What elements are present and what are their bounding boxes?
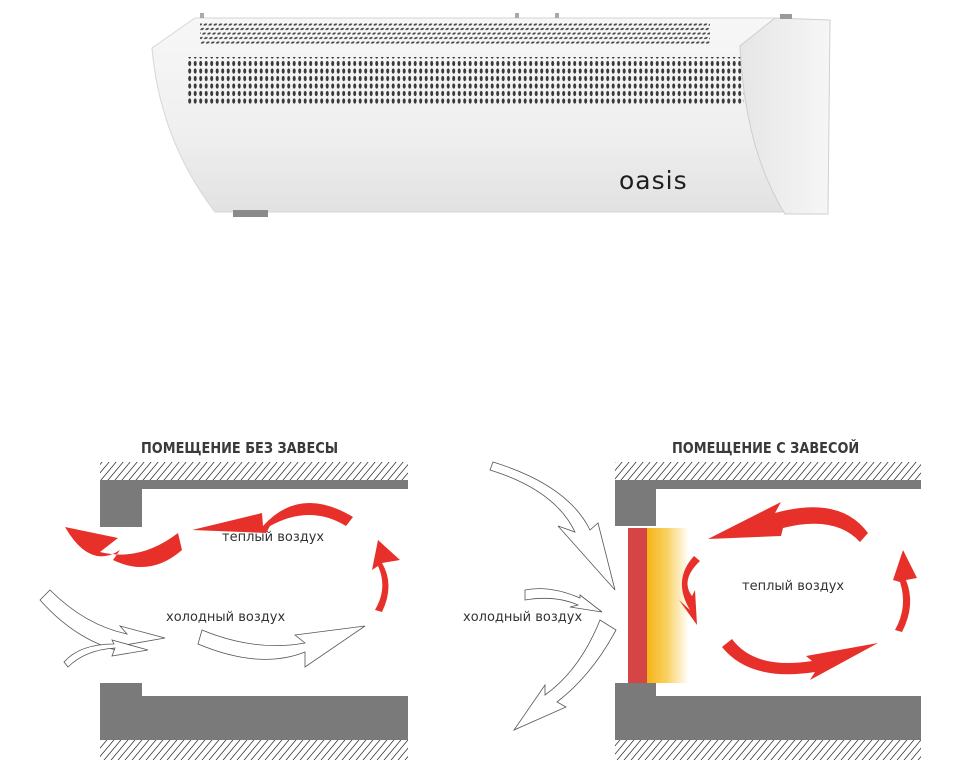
warm-air-label: теплый воздух: [222, 530, 325, 545]
warm-air-label: теплый воздух: [742, 579, 845, 594]
side-cap: [739, 17, 831, 215]
cold-air-label: холодный воздух: [166, 610, 286, 625]
diagram-without-curtain-graphic: [39, 462, 408, 760]
cold-air-arrow: [489, 461, 616, 591]
ceiling-hatch: [100, 462, 408, 480]
front-vent: [188, 57, 744, 105]
cold-air-label: холодный воздух: [463, 610, 583, 625]
warm-air-arrow: [708, 502, 868, 542]
warm-air-arrow: [65, 527, 182, 568]
ceiling-hatch: [615, 462, 921, 480]
air-curtain-product-image: oasis: [0, 0, 954, 230]
air-curtain-body: [151, 13, 831, 217]
diagram-without-curtain: ПОМЕЩЕНИЕ БЕЗ ЗАВЕСЫ теплый воздух холод…: [0, 430, 420, 780]
warm-air-arrow: [893, 550, 917, 632]
warm-air-stream: [647, 528, 689, 683]
mount-bracket: [233, 210, 268, 217]
warm-air-arrow: [372, 540, 400, 612]
cold-air-arrow: [512, 619, 617, 731]
warm-air-arrow: [192, 502, 353, 533]
cold-air-arrow: [39, 589, 166, 654]
diagram-title: ПОМЕЩЕНИЕ С ЗАВЕСОЙ: [672, 439, 860, 457]
cold-air-arrow: [524, 588, 603, 613]
cold-air-arrow: [197, 625, 366, 668]
upper-wall: [615, 480, 921, 526]
lower-wall: [615, 683, 921, 740]
diagram-with-curtain-graphic: [489, 461, 921, 760]
diagram-title: ПОМЕЩЕНИЕ БЕЗ ЗАВЕСЫ: [141, 439, 339, 457]
upper-wall: [100, 480, 408, 527]
diagram-with-curtain: ПОМЕЩЕНИЕ С ЗАВЕСОЙ теплый воздух холодн…: [450, 430, 954, 780]
top-vent-right: [435, 22, 710, 44]
air-curtain-unit: [628, 528, 647, 683]
warm-air-arrow: [679, 556, 700, 625]
top-vent-left: [200, 22, 435, 44]
floor-hatch: [100, 740, 408, 760]
floor-hatch: [615, 740, 921, 760]
warm-air-arrow: [722, 639, 878, 680]
lower-wall: [100, 683, 408, 740]
cold-air-arrow: [63, 639, 149, 668]
brand-logo: oasis: [619, 166, 688, 195]
